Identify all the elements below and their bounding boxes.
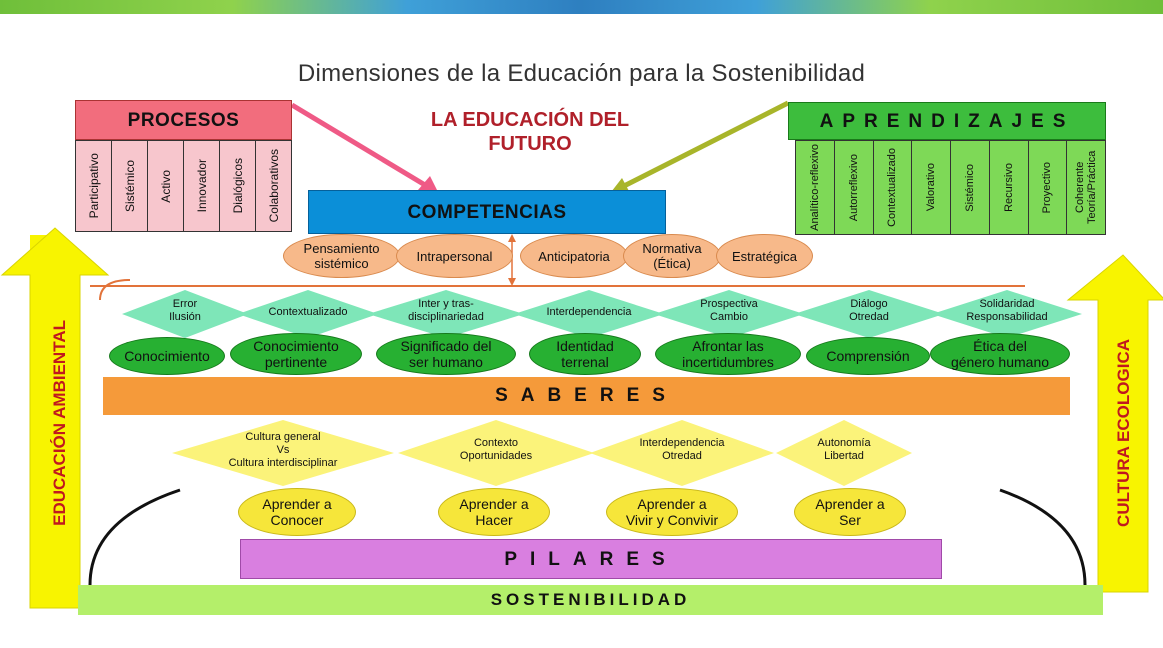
competencia-oval: Intrapersonal [396,234,513,278]
left-arrow-body [0,227,110,609]
pilares-bar: PILARES [240,539,942,579]
competencias-divider [90,285,1025,287]
aprendizajes-item: Coherente Teoría/Práctica [1067,141,1105,234]
saberes-oval: Comprensión [806,337,930,375]
aprendizajes-item: Sistémico [951,141,990,234]
procesos-header: PROCESOS [75,100,292,140]
aprendizajes-item: Analítico-reflexivo [796,141,835,234]
competencia-oval: Estratégica [716,234,813,278]
procesos-item: Sistémico [112,141,148,231]
futuro-heading: LA EDUCACIÓN DEL FUTURO [430,109,630,155]
educacion-ambiental-label: EDUCACIÓN AMBIENTAL [50,320,69,526]
competencia-oval: Normativa(Ética) [623,234,721,278]
competencia-oval: Anticipatoria [520,234,628,278]
procesos-item: Activo [148,141,184,231]
procesos-item: Colaborativos [256,141,291,231]
upper-curve-left [99,279,131,301]
aprendizajes-item: Proyectivo [1028,141,1068,234]
left-arrow-label-wrap: EDUCACIÓN AMBIENTAL [45,296,75,550]
aprendizajes-item: Contextualizado [873,141,913,234]
right-arrow-label-wrap: CULTURA ECOLOGICA [1109,318,1139,548]
aprendizajes-item: Valorativo [912,141,951,234]
sostenibilidad-bar: SOSTENIBILIDAD [78,585,1103,615]
saberes-bar: SABERES [103,377,1070,415]
procesos-item: Participativo [76,141,112,231]
aprendizajes-item: Recursivo [989,141,1029,234]
aprendizajes-list: Analítico-reflexivo Autorreflexivo Conte… [795,140,1106,235]
saberes-oval: Conocimiento [109,337,225,375]
diagram-title: Dimensiones de la Educación para la Sost… [297,60,866,87]
aprendizajes-arrow-line [618,100,790,191]
frame-curve-right [999,488,1087,586]
aprendizajes-item: Autorreflexivo [834,141,874,234]
aprendizajes-header: APRENDIZAJES [788,102,1106,140]
right-arrow-body [1066,254,1163,593]
procesos-list: Participativo Sistémico Activo Innovador… [75,140,292,232]
frame-curve-left [88,488,181,586]
procesos-arrow-line [290,102,432,191]
procesos-item: Dialógicos [220,141,256,231]
cultura-ecologica-label: CULTURA ECOLOGICA [1114,339,1133,527]
competencias-header: COMPETENCIAS [308,190,666,234]
top-decorative-strip [0,0,1163,14]
procesos-item: Innovador [184,141,220,231]
